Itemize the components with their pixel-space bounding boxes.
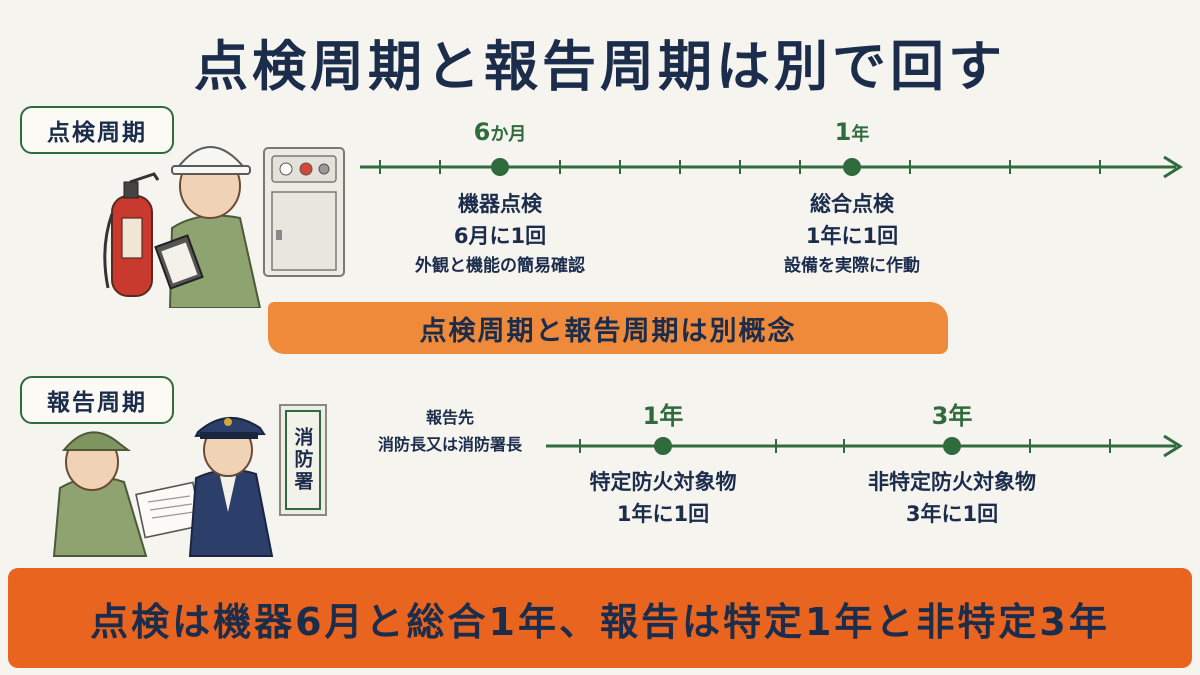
report-cycle-tag: 報告周期 (20, 376, 174, 424)
fire-alarm-panel-icon (263, 147, 345, 277)
summary-banner: 点検は機器6月と総合1年、報告は特定1年と非特定3年 (8, 568, 1192, 668)
worker-figure (154, 146, 262, 308)
six-month-label: 6か月 (474, 118, 527, 146)
non-specified-property-frequency: 3年に1回 (905, 502, 999, 526)
equipment-inspection-name: 機器点検 (458, 192, 542, 216)
fire-officer-figure (188, 416, 274, 557)
comprehensive-inspection-frequency: 1年に1回 (805, 224, 899, 248)
non-specified-property-name: 非特定防火対象物 (868, 470, 1036, 494)
concept-banner: 点検周期と報告周期は別概念 (268, 302, 948, 354)
inspection-ticks (379, 160, 1101, 174)
six-month-number: 6 (473, 118, 491, 146)
specified-property-block: 特定防火対象物 1年に1回 (590, 466, 737, 530)
inspection-timeline (360, 155, 1183, 179)
worker-figure (52, 431, 148, 557)
comprehensive-inspection-block: 総合点検 1年に1回 設備を実際に作動 (784, 188, 920, 280)
page-title: 点検周期と報告周期は別で回す (194, 35, 1006, 98)
non-specified-property-block: 非特定防火対象物 3年に1回 (868, 466, 1036, 530)
fire-station-sign-label: 消防署 (285, 410, 321, 510)
fire-extinguisher-icon (103, 172, 160, 297)
fire-station-sign: 消防署 (279, 404, 327, 516)
specified-property-frequency: 1年に1回 (616, 502, 710, 526)
six-month-milestone-dot (491, 158, 509, 176)
specified-property-name: 特定防火対象物 (589, 470, 737, 494)
report-ticks (579, 439, 1111, 453)
six-month-unit: か月 (490, 124, 527, 145)
inspector-illustration (103, 146, 262, 308)
report-destination-value: 消防長又は消防署長 (377, 435, 522, 454)
report-one-year-label: 1年 (642, 402, 684, 430)
one-year-unit: 年 (851, 124, 870, 145)
document-icon (135, 481, 203, 539)
report-timeline (546, 434, 1183, 458)
comprehensive-inspection-description: 設備を実際に作動 (784, 256, 920, 276)
one-year-label: 1年 (835, 118, 870, 146)
report-three-year-milestone-dot (943, 437, 961, 455)
report-one-year-milestone-dot (654, 437, 672, 455)
comprehensive-inspection-name: 総合点検 (810, 192, 894, 216)
report-three-year-label: 3年 (931, 402, 973, 430)
report-handover-illustration (52, 416, 274, 557)
report-destination: 報告先 消防長又は消防署長 (350, 404, 550, 458)
equipment-inspection-frequency: 6月に1回 (453, 224, 547, 248)
one-year-number: 1 (834, 118, 852, 146)
report-destination-label: 報告先 (425, 408, 474, 427)
one-year-milestone-dot (843, 158, 861, 176)
equipment-inspection-description: 外観と機能の簡易確認 (415, 256, 585, 276)
inspection-cycle-tag: 点検周期 (20, 106, 174, 154)
equipment-inspection-block: 機器点検 6月に1回 外観と機能の簡易確認 (415, 188, 585, 280)
